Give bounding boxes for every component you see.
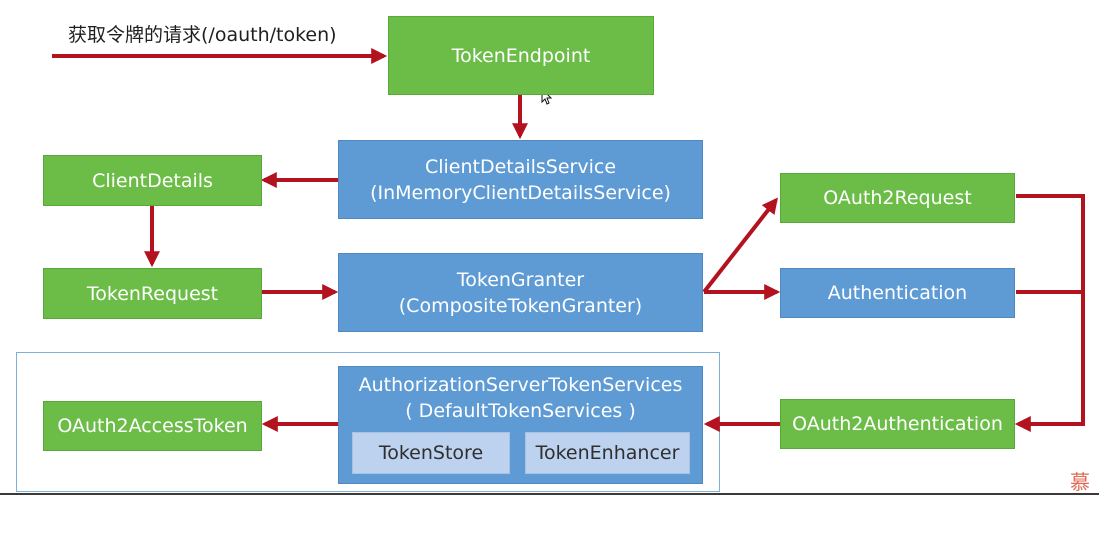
token-request-node: TokenRequest <box>43 268 262 319</box>
oauth2-access-token-label: OAuth2AccessToken <box>57 415 248 437</box>
token-granter-label: TokenGranter <box>456 268 585 291</box>
authentication-label: Authentication <box>827 282 968 304</box>
token-endpoint-label: TokenEndpoint <box>451 44 591 67</box>
arrow-granter-to-oauth2request <box>702 197 778 294</box>
oauth2-access-token-node: OAuth2AccessToken <box>43 401 262 451</box>
token-granter-impl: (CompositeTokenGranter) <box>398 294 643 317</box>
token-store-node: TokenStore <box>352 432 510 474</box>
client-details-node: ClientDetails <box>43 155 262 206</box>
token-request-label: TokenRequest <box>86 282 219 305</box>
client-details-label: ClientDetails <box>92 169 213 192</box>
token-endpoint-node: TokenEndpoint <box>388 16 654 95</box>
arrow-oauth2request-bracket <box>1014 194 1085 432</box>
oauth2-request-label: OAuth2Request <box>823 187 972 209</box>
request-label: 获取令牌的请求(/oauth/token) <box>68 24 337 46</box>
oauth2-authentication-label: OAuth2Authentication <box>792 413 1003 435</box>
watermark-logo: 慕 <box>1070 470 1090 494</box>
token-granter-node: TokenGranter (CompositeTokenGranter) <box>338 253 703 332</box>
token-enhancer-node: TokenEnhancer <box>525 432 690 474</box>
oauth2-authentication-node: OAuth2Authentication <box>780 399 1015 449</box>
authentication-node: Authentication <box>780 268 1015 318</box>
client-details-service-label: ClientDetailsService <box>424 155 617 178</box>
oauth2-request-node: OAuth2Request <box>780 173 1015 223</box>
token-services-label: AuthorizationServerTokenServices <box>358 374 683 396</box>
client-details-service-node: ClientDetailsService (InMemoryClientDeta… <box>338 140 703 219</box>
bottom-rule <box>0 493 1099 495</box>
token-store-label: TokenStore <box>378 442 484 464</box>
client-details-service-impl: (InMemoryClientDetailsService) <box>370 181 671 204</box>
token-enhancer-label: TokenEnhancer <box>535 442 680 464</box>
token-services-impl: ( DefaultTokenServices ) <box>405 400 636 422</box>
